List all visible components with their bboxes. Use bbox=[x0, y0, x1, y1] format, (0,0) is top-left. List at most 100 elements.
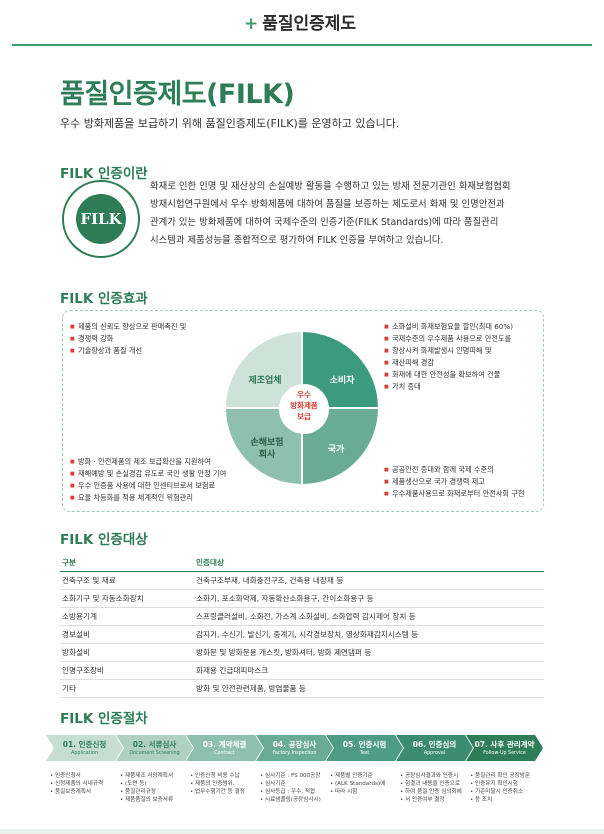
effects-diagram bbox=[226, 332, 378, 484]
quadrant-label-nation: 국가 bbox=[327, 445, 345, 455]
procedure-step: 01. 인증신청 Application bbox=[46, 735, 123, 761]
cell: 방화 및 안전관련제품, 방염물품 등 bbox=[194, 679, 544, 698]
center-line: 방화제품 bbox=[290, 401, 318, 410]
list-item: 심사등급 : 우수, 적합 bbox=[260, 788, 330, 796]
list-item: 등 조치 bbox=[470, 796, 540, 804]
insurer-effects: 방화 · 안전제품의 제조 보급확산을 지원하여 재해예방 및 손실경감 유도로… bbox=[70, 456, 245, 504]
list-item: 방화 · 안전제품의 제조 보급확산을 지원하여 bbox=[70, 456, 245, 468]
list-item: 우수 인증품 사용에 대한 인센티브로서 보험료 bbox=[70, 480, 245, 492]
list-item: (ALK Standards)에 bbox=[330, 780, 400, 788]
col-header: 구분 bbox=[60, 554, 194, 572]
col-header: 인증대상 bbox=[194, 554, 544, 572]
list-item: 공장심사결과와 인증시 bbox=[400, 772, 470, 780]
step-description: 인증신청서신청제품의 사내규격품질보증계획서 bbox=[50, 772, 120, 796]
seal-text: FILK bbox=[76, 194, 126, 244]
header-divider bbox=[12, 44, 592, 46]
effects-center: 우수 방화제품 보급 bbox=[279, 384, 329, 434]
filk-seal-logo: FILK bbox=[62, 180, 140, 258]
procedure-step: 07. 사후 관리계약 Follow-Up Service bbox=[466, 735, 543, 761]
list-item: 재해예방 및 손실경감 유도로 국민 생활 안정 기여 bbox=[70, 468, 245, 480]
table-header: 구분 인증대상 bbox=[60, 554, 544, 572]
step-label-en: Application bbox=[71, 751, 98, 756]
step-label-en: Follow-Up Service bbox=[483, 751, 526, 756]
cell: 소화기구 및 자동소화장치 bbox=[60, 589, 194, 608]
list-item: 국제수준의 우수제품 사용으로 안전도를 bbox=[384, 333, 544, 345]
step-label: 06. 인증심의 bbox=[412, 740, 457, 749]
step-label-en: Factory Inspection bbox=[272, 751, 317, 756]
cell: 화재용 긴급대피마스크 bbox=[194, 661, 544, 680]
step-label: 02. 서류심사 bbox=[132, 740, 177, 749]
cell: 소방용기계 bbox=[60, 607, 194, 626]
list-item: 제품생산으로 국가 경쟁력 제고 bbox=[384, 476, 544, 488]
about-text: 화재로 인한 인명 및 재산상의 손실예방 활동을 수행하고 있는 방재 전문기… bbox=[150, 178, 560, 250]
quadrant-manufacturer bbox=[226, 332, 302, 408]
step-label-en: Contract bbox=[214, 751, 235, 756]
cell: 방화설비 bbox=[60, 643, 194, 662]
page-title: 품질인증제도(FILK) bbox=[60, 79, 295, 110]
plus-icon: + bbox=[244, 14, 259, 34]
center-line: 보급 bbox=[297, 412, 311, 421]
about-line: 시스템과 제품성능을 종합적으로 평가하여 FILK 인증을 부여하고 있습니다… bbox=[150, 235, 444, 246]
nation-effects: 공공안전 증대와 함께 국제 수준의 제품생산으로 국가 경쟁력 제고 우수제품… bbox=[384, 464, 544, 500]
cell: 소화기, 포소화약제, 자동확산소화용구, 간이소화용구 등 bbox=[194, 589, 544, 608]
effects-heading: FILK 인증효과 bbox=[60, 291, 148, 307]
step-description: 품질관리 확인 공장방문인증유지 확인시험기준미달시 인증취소등 조치 bbox=[470, 772, 540, 804]
list-item: 따라 시험 bbox=[330, 788, 400, 796]
cell: 인명구조장비 bbox=[60, 661, 194, 680]
cell: 방화문 및 방화문용 개스킷, 방화셔터, 방화 제연댐퍼 등 bbox=[194, 643, 544, 662]
consumer-effects: 소화설비 화재보험요율 할인(최대 60%) 국제수준의 우수제품 사용으로 안… bbox=[384, 321, 544, 393]
list-item: 우수제품사용으로 화재로부터 안전사회 구현 bbox=[384, 488, 544, 500]
list-item: 인증신청 비용 수납 bbox=[190, 772, 260, 780]
cell: 건축구조 및 재료 bbox=[60, 571, 194, 590]
step-label: 01. 인증신청 bbox=[62, 740, 107, 749]
header-title: 품질인증제도 bbox=[262, 14, 357, 34]
procedure-heading: FILK 인증절차 bbox=[60, 711, 148, 727]
list-item: 품질보증계획서 bbox=[50, 788, 120, 796]
list-item: 품질관리 확인 공장방문 bbox=[470, 772, 540, 780]
cell: 스프링클러설비, 소화전, 가스계 소화설비, 소화압력 감시제어 장치 등 bbox=[194, 607, 544, 626]
list-item: 신청제품의 사내규격 bbox=[50, 780, 120, 788]
step-description: 제품제조 사양계획서(도면 등)품질관리규정제품품질의 보증서류 bbox=[120, 772, 190, 804]
cell: 건축구조부재, 내화충전구조, 건축용 내장재 등 bbox=[194, 571, 544, 590]
list-item: 인증신청서 bbox=[50, 772, 120, 780]
list-item: 소화설비 화재보험요율 할인(최대 60%) bbox=[384, 321, 544, 333]
step-description: 인증신청 비용 수납제품의 인증범위,업무수행기간 등 결정 bbox=[190, 772, 260, 796]
list-item: 제품별 인증기준 bbox=[330, 772, 400, 780]
manufacturer-effects: 제품의 신뢰도 향상으로 판매촉진 및 경쟁력 강화 기술향상과 품질 개선 bbox=[70, 321, 230, 357]
list-item: 시료샘플링(공장심사시) bbox=[260, 796, 330, 804]
step-description: 공장심사결과와 인증시험결과 내용을 인증으로하여 품질 인증 심의회에서 인증… bbox=[400, 772, 470, 804]
list-item: 화재에 대한 안전성을 확보하여 건물 bbox=[384, 369, 544, 381]
list-item: 제품제조 사양계획서 bbox=[120, 772, 190, 780]
list-item: 기술향상과 품질 개선 bbox=[70, 345, 230, 357]
about-line: 방재시험연구원에서 우수 방화제품에 대하여 품질을 보증하는 제도로서 화재 … bbox=[150, 199, 505, 210]
insurer-line: 손해보험 bbox=[250, 438, 284, 448]
list-item: 기준미달시 인증취소 bbox=[470, 788, 540, 796]
list-item: 제품의 신뢰도 향상으로 판매촉진 및 bbox=[70, 321, 230, 333]
step-label: 04. 공장심사 bbox=[272, 740, 317, 749]
list-item: 인증유지 확인시험 bbox=[470, 780, 540, 788]
list-item: 가치 증대 bbox=[384, 381, 544, 393]
quadrant-label-manufacturer: 제조업체 bbox=[248, 376, 282, 386]
page-subtitle: 우수 방화제품을 보급하기 위해 품질인증제도(FILK)를 운영하고 있습니다… bbox=[60, 117, 400, 130]
list-item: 심사기준 bbox=[260, 780, 330, 788]
list-item: 향상시켜 화재발생시 인명피해 및 bbox=[384, 345, 544, 357]
cell: 기타 bbox=[60, 679, 194, 698]
list-item: 제품의 인증범위, bbox=[190, 780, 260, 788]
quadrant-label-insurer: 손해보험 회사 bbox=[243, 437, 291, 461]
list-item: 재산피해 경감 bbox=[384, 357, 544, 369]
page-header: +품질인증제도 bbox=[244, 9, 356, 34]
targets-heading: FILK 인증대상 bbox=[60, 532, 148, 548]
step-label: 07. 사후 관리계약 bbox=[474, 740, 535, 749]
cell: 감지기, 수신기, 발신기, 중계기, 시각경보장치, 영상화재감지시스템 등 bbox=[194, 625, 544, 644]
quadrant-label-consumer: 소비자 bbox=[329, 376, 355, 386]
list-item: (도면 등) bbox=[120, 780, 190, 788]
